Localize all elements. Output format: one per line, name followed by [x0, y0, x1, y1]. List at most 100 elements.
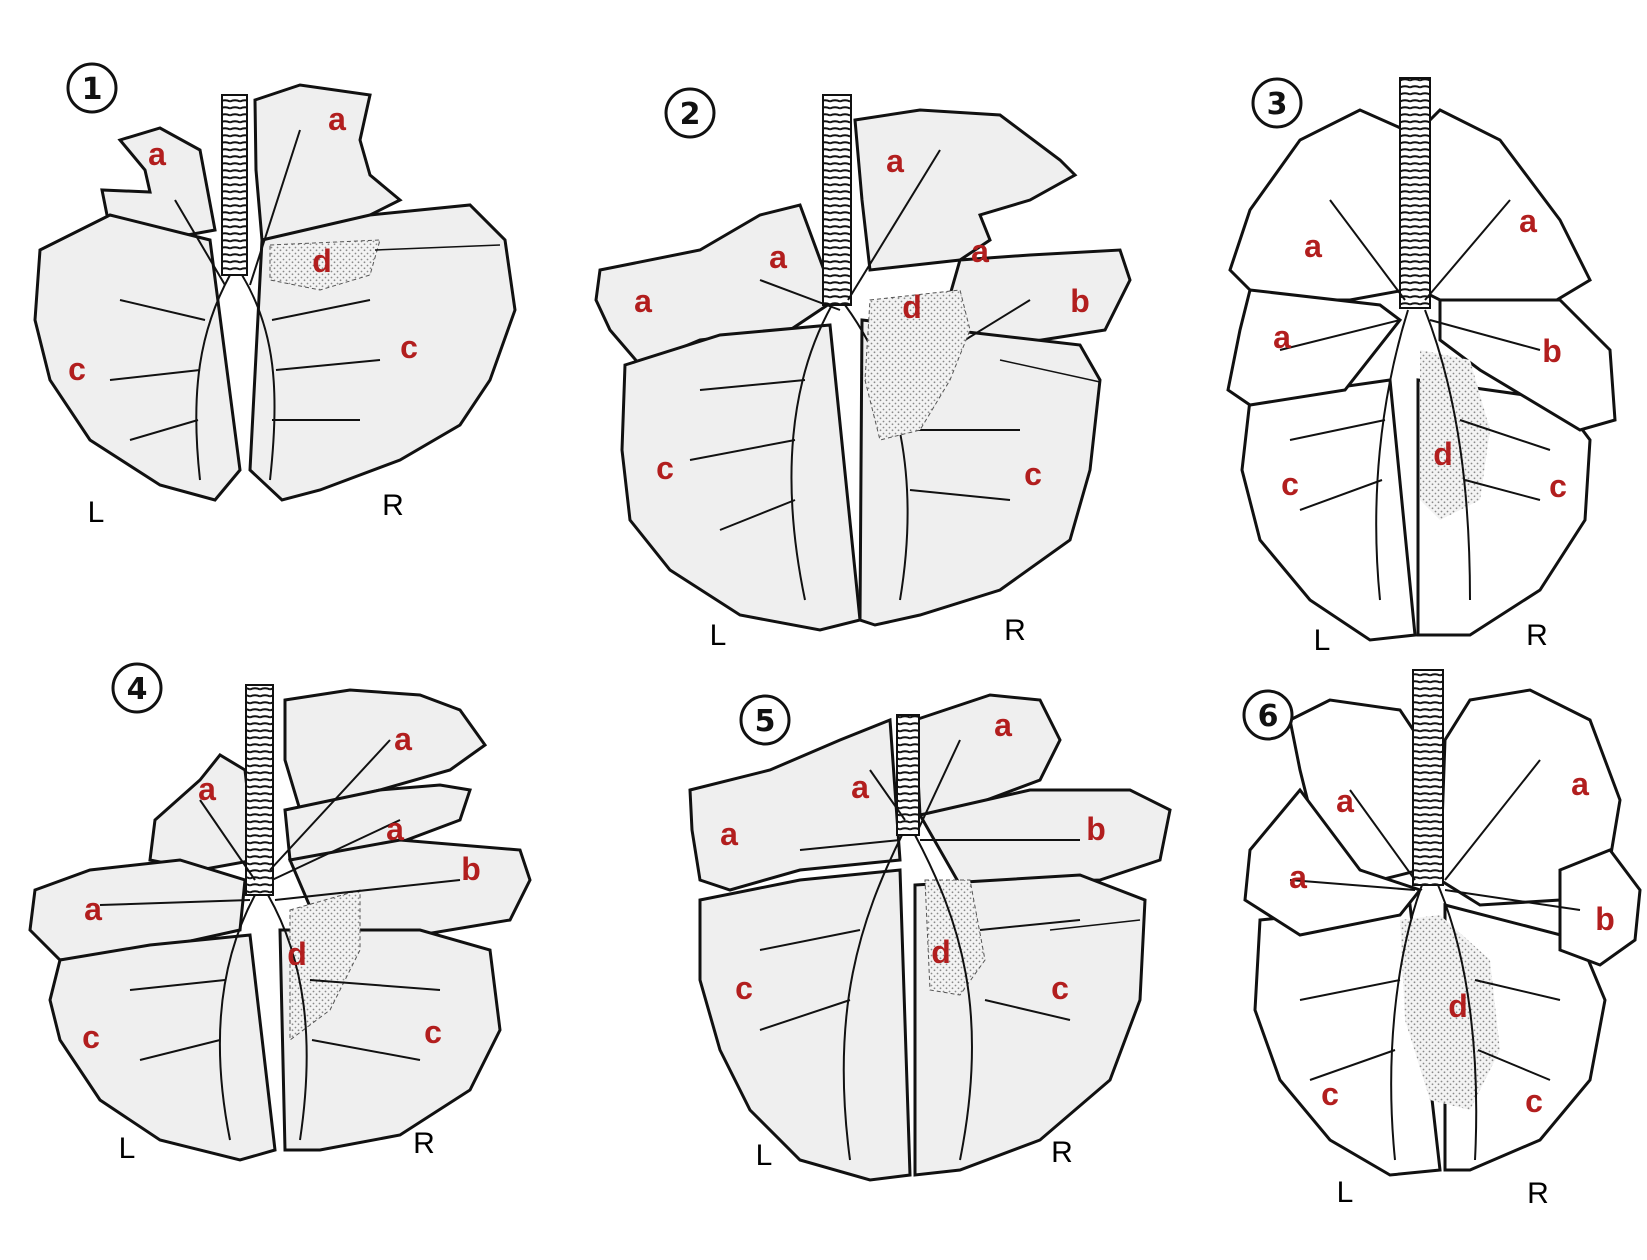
panel-2-label-a-3: a	[971, 233, 989, 269]
panel-3-label-a-2: a	[1519, 203, 1537, 239]
panel-4-label-d: d	[287, 936, 307, 972]
panel-5-left-side: L	[756, 1139, 773, 1172]
panel-3-trachea	[1399, 77, 1431, 309]
panel-5-label-c-right: c	[1051, 970, 1069, 1006]
panel-5-left-cranial-lobe	[688, 717, 902, 892]
panel-5-label-c-left: c	[735, 970, 753, 1006]
panel-1-label-c-left: c	[68, 351, 86, 387]
panel-3-left-middle-lobe	[1226, 288, 1403, 407]
panel-2-right-cranial-lobe	[853, 108, 1078, 272]
panel-1: 1 a a d c c L R	[33, 62, 517, 529]
panel-4-label-a-3: a	[386, 811, 404, 847]
panel-3-label-d: d	[1433, 436, 1453, 472]
panel-1-number-circle	[66, 62, 118, 114]
panel-3-label-a-3: a	[1273, 319, 1291, 355]
panel-4-left-caudal-lobe	[48, 933, 277, 1162]
panel-4-number: 4	[127, 672, 148, 707]
panel-1-lung	[33, 83, 517, 502]
panel-5-trachea	[896, 714, 920, 836]
panel-6-label-a-2: a	[1336, 783, 1354, 819]
panel-6-trachea	[1412, 669, 1444, 886]
panel-3-stippled-region	[1420, 350, 1490, 520]
panel-6-label-c-left: c	[1321, 1076, 1339, 1112]
panel-2-label-b: b	[1070, 283, 1090, 319]
panel-6: 6 a a a b d c c L R	[1242, 669, 1642, 1210]
panel-6-lung	[1243, 688, 1642, 1177]
panel-3-label-b: b	[1542, 333, 1562, 369]
panel-1-label-c-right: c	[400, 329, 418, 365]
panel-6-label-a-3: a	[1289, 859, 1307, 895]
panel-3-label-c-right: c	[1549, 468, 1567, 504]
panel-2-number: 2	[680, 97, 701, 132]
panel-5-pointer-line	[1049, 919, 1141, 931]
panel-2-stippled-region	[864, 289, 971, 441]
panel-3-label-a-1: a	[1304, 228, 1322, 264]
panel-4-label-c-left: c	[82, 1019, 100, 1055]
panel-4-label-a-2: a	[198, 771, 216, 807]
panel-1-right-cranial-lobe	[253, 83, 403, 242]
panel-3: 3 a a a b d c c L R	[1226, 77, 1617, 657]
panel-6-left-middle-lobe	[1243, 787, 1423, 937]
panel-2-label-a-4: a	[634, 283, 652, 319]
panel-4-number-circle	[111, 662, 163, 714]
panel-4-label-b: b	[461, 851, 481, 887]
panel-3-right-middle-lobe	[1438, 298, 1617, 432]
panel-2-label-c-left: c	[656, 450, 674, 486]
panel-5-label-a-2: a	[851, 769, 869, 805]
panel-4-stippled-region	[289, 889, 361, 1041]
panel-2-label-c-right: c	[1024, 456, 1042, 492]
panel-6-bronchial-tree	[1289, 759, 1581, 1161]
panel-4-left-side: L	[119, 1132, 136, 1165]
panel-4-trachea	[245, 684, 274, 896]
panel-2: 2 a a a a d b c c L R	[594, 87, 1132, 652]
panel-4-label-a-1: a	[394, 721, 412, 757]
panel-2-label-a-1: a	[886, 143, 904, 179]
panel-3-left-side: L	[1314, 624, 1331, 657]
panel-4-bronchial-tree	[99, 739, 461, 1141]
panel-1-trachea	[221, 94, 248, 276]
panel-6-number-circle	[1242, 689, 1294, 741]
panel-6-right-middle-lobe	[1558, 848, 1642, 967]
panel-6-right-side: R	[1527, 1177, 1549, 1210]
panel-2-number-circle	[664, 87, 716, 139]
panel-5-number-circle	[739, 694, 791, 746]
panel-1-right-side: R	[382, 489, 404, 522]
panel-2-label-d: d	[902, 289, 922, 325]
panel-1-left-caudal-lobe	[33, 213, 242, 502]
panel-6-label-a-1: a	[1571, 766, 1589, 802]
panel-6-number: 6	[1258, 699, 1279, 734]
panel-6-label-c-right: c	[1525, 1083, 1543, 1119]
panel-5-stippled-region	[924, 879, 986, 996]
panel-3-left-cranial-lobe	[1228, 108, 1407, 302]
panel-3-number-circle	[1251, 77, 1303, 129]
panel-3-left-caudal-lobe	[1240, 378, 1417, 642]
panel-1-number: 1	[82, 72, 103, 107]
panel-5-right-side: R	[1051, 1136, 1073, 1169]
panel-6-label-b: b	[1595, 901, 1615, 937]
panel-1-left-side: L	[88, 496, 105, 529]
panel-6-label-d: d	[1448, 988, 1468, 1024]
panel-5-label-a-3: a	[720, 816, 738, 852]
panel-3-number: 3	[1267, 87, 1288, 122]
panel-3-bronchial-tree	[1279, 199, 1551, 601]
panel-5-label-b: b	[1086, 811, 1106, 847]
panel-5-label-a-1: a	[994, 707, 1012, 743]
panel-2-left-caudal-lobe	[620, 323, 862, 632]
panel-2-lung	[594, 108, 1132, 632]
panel-3-right-side: R	[1526, 619, 1548, 652]
panel-4: 4 a a a a b d c c L R	[28, 662, 532, 1165]
panel-4-label-c-right: c	[424, 1014, 442, 1050]
panel-4-right-side: R	[413, 1127, 435, 1160]
panel-5: 5 a a a b d c c L R	[688, 693, 1172, 1182]
panel-2-label-a-2: a	[769, 239, 787, 275]
panel-5-left-caudal-lobe	[698, 868, 912, 1182]
panel-4-right-cranial-lobe	[283, 688, 488, 812]
panel-2-pointer-line	[999, 359, 1101, 383]
panel-6-left-side: L	[1337, 1176, 1354, 1209]
panel-1-label-a-left: a	[148, 136, 166, 172]
panel-4-lung	[28, 688, 532, 1162]
panel-3-lung	[1226, 108, 1617, 642]
panel-3-right-cranial-lobe	[1418, 108, 1592, 312]
panel-2-left-side: L	[710, 619, 727, 652]
